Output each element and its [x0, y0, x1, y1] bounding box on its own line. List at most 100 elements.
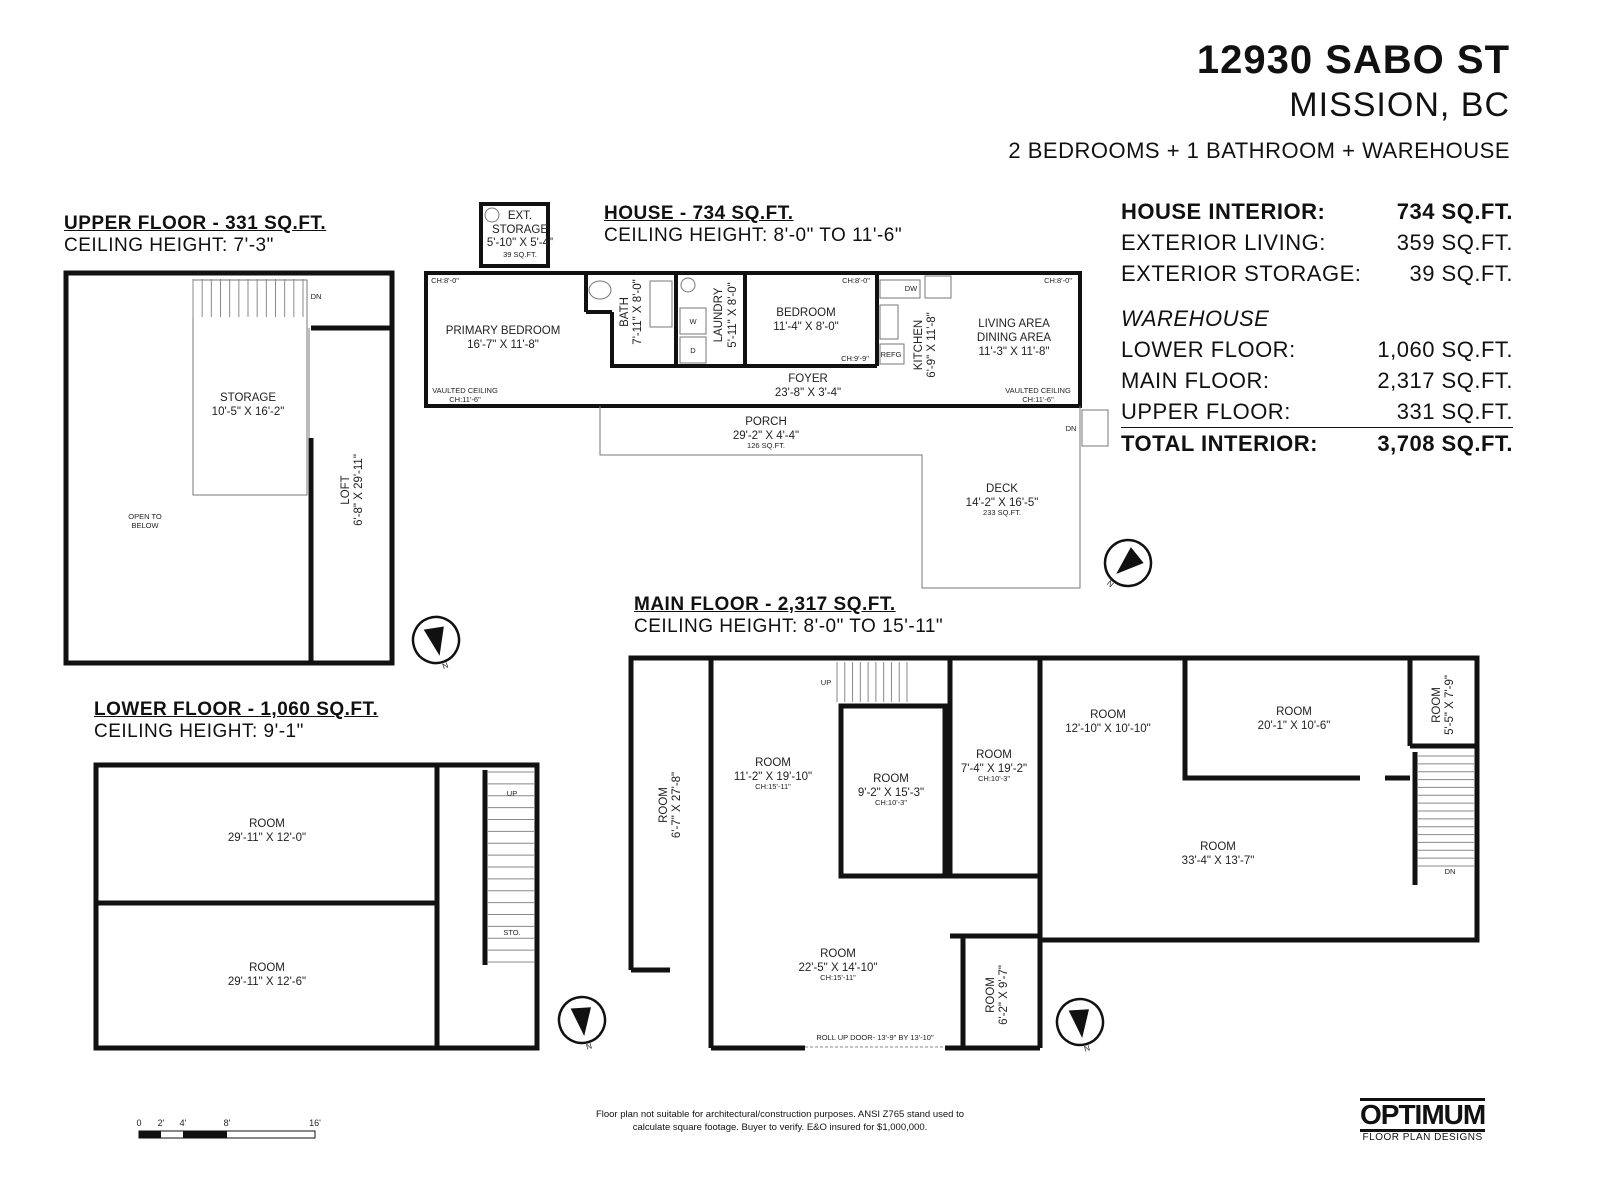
room-name: ROOM	[1431, 687, 1443, 723]
room-dims: 6'-9" X 11'-8"	[926, 312, 938, 377]
company-logo: OPTIMUM FLOOR PLAN DESIGNS	[1360, 1098, 1486, 1143]
scale-tick: 2'	[158, 1118, 165, 1128]
room-dims: 11'-4" X 8'-0"	[773, 321, 838, 333]
main-walls	[628, 655, 1480, 1051]
area-summary: HOUSE INTERIOR:734 SQ.FT. EXTERIOR LIVIN…	[1121, 196, 1513, 459]
summary-label: EXTERIOR LIVING:	[1121, 230, 1326, 255]
room-name: ROOM	[658, 787, 670, 823]
compass-north-icon: N	[411, 615, 461, 672]
scale-tick: 16'	[309, 1118, 321, 1128]
room-dims: 9'-2" X 15'-3"	[858, 787, 924, 799]
room-name: ROOM	[755, 757, 791, 769]
disclaimer-line: calculate square footage. Buyer to verif…	[632, 1122, 928, 1133]
upper-plan-heading: UPPER FLOOR - 331 SQ.FT. CEILING HEIGHT:…	[64, 213, 326, 257]
warehouse-heading: WAREHOUSE	[1121, 306, 1270, 331]
compass-label: N	[441, 661, 450, 672]
room-name: LAUNDRY	[713, 287, 725, 342]
ceiling-note: CH:15'-11"	[755, 782, 791, 791]
room-name: DECK	[986, 483, 1018, 495]
stairs	[192, 279, 1474, 963]
property-address: 12930 SABO ST	[1196, 38, 1510, 82]
stair-label: UP	[821, 678, 831, 687]
ceiling-note: VAULTED CEILING	[1005, 386, 1071, 395]
lower-plan-heading: LOWER FLOOR - 1,060 SQ.FT. CEILING HEIGH…	[94, 699, 378, 743]
ceiling-note: CH:8'-0"	[431, 276, 459, 285]
ceiling-note: CH:8'-0"	[842, 276, 870, 285]
room-dims: 16'-7" X 11'-8"	[467, 339, 539, 351]
summary-label: MAIN FLOOR:	[1121, 368, 1270, 393]
room-dims: 29'-2" X 4'-4"	[733, 430, 799, 442]
room-dims: 22'-5" X 14'-10"	[798, 962, 877, 974]
ceiling-note: CH:8'-0"	[1044, 276, 1072, 285]
summary-label: LOWER FLOOR:	[1121, 337, 1296, 362]
summary-row: HOUSE INTERIOR:734 SQ.FT.	[1121, 196, 1513, 227]
scale-bar: 0 2' 4' 8' 16'	[136, 1118, 321, 1139]
room-name: ROOM	[873, 773, 909, 785]
house-walls	[424, 202, 1082, 408]
plan-ceiling: CEILING HEIGHT: 8'-0" TO 11'-6"	[604, 225, 903, 246]
upper-fixtures	[192, 279, 310, 496]
disclaimer-line: Floor plan not suitable for architectura…	[595, 1109, 965, 1120]
summary-value: 1,060 SQ.FT.	[1377, 337, 1513, 362]
room-name: BATH	[619, 297, 631, 327]
room-dims: 5'-10" X 5'-4"	[487, 237, 553, 249]
logo-name: OPTIMUM	[1360, 1098, 1486, 1132]
dishwasher-label: DW	[905, 284, 918, 293]
disclaimer: Floor plan not suitable for architectura…	[560, 1108, 1000, 1134]
room-dims: 10'-5" X 16'-2"	[212, 406, 285, 418]
plan-title: UPPER FLOOR - 331 SQ.FT.	[64, 213, 327, 234]
summary-value: 3,708 SQ.FT.	[1377, 431, 1513, 456]
room-name: FOYER	[788, 373, 828, 385]
washer-label: W	[689, 317, 697, 326]
summary-value: 2,317 SQ.FT.	[1377, 368, 1513, 393]
summary-row: LOWER FLOOR: 1,060 SQ.FT.	[1121, 334, 1513, 365]
room-name: ROOM	[976, 749, 1012, 761]
compass-label: N	[1083, 1043, 1091, 1053]
ceiling-note: CH:11'-6"	[449, 395, 481, 404]
summary-row: MAIN FLOOR: 2,317 SQ.FT.	[1121, 365, 1513, 396]
ceiling-note: CH:11'-6"	[1022, 395, 1054, 404]
summary-label: HOUSE INTERIOR:	[1121, 199, 1326, 224]
summary-total-row: TOTAL INTERIOR: 3,708 SQ.FT.	[1121, 428, 1513, 459]
room-name: KITCHEN	[913, 320, 925, 370]
room-area: 233 SQ.FT.	[983, 508, 1021, 517]
plan-title: MAIN FLOOR - 2,317 SQ.FT.	[634, 594, 896, 615]
plan-ceiling: CEILING HEIGHT: 9'-1"	[94, 721, 304, 742]
logo-tagline: FLOOR PLAN DESIGNS	[1362, 1132, 1483, 1143]
room-name: STORAGE	[492, 224, 548, 236]
ceiling-note: CH:15'-11"	[820, 973, 856, 982]
summary-value: 359 SQ.FT.	[1396, 230, 1513, 255]
room-dims: 12'-10" X 10'-10"	[1065, 723, 1150, 735]
room-name: ROOM	[985, 977, 997, 1013]
compass-north-icon: N	[1055, 997, 1105, 1054]
room-name: PRIMARY BEDROOM	[446, 325, 561, 337]
room-dims: 7'-4" X 19'-2"	[961, 763, 1027, 775]
compass-north-icon: N	[1103, 538, 1153, 590]
summary-label: TOTAL INTERIOR:	[1121, 431, 1318, 456]
room-name: STORAGE	[220, 392, 276, 404]
lower-walls	[93, 762, 540, 1051]
room-name: ROOM	[1090, 709, 1126, 721]
plan-title: HOUSE - 734 SQ.FT.	[604, 203, 794, 224]
room-dims: 7'-11" X 8'-0"	[632, 279, 644, 344]
compass-label: N	[1105, 579, 1115, 590]
room-name: DINING AREA	[977, 332, 1051, 344]
dryer-label: D	[690, 346, 696, 355]
room-name: LIVING AREA	[978, 318, 1050, 330]
scale-tick: 0	[136, 1118, 141, 1128]
summary-label: EXTERIOR STORAGE:	[1121, 261, 1362, 286]
house-exterior-outline	[484, 207, 1109, 589]
property-city: MISSION, BC	[1289, 86, 1510, 124]
room-name: STO.	[503, 928, 520, 937]
plan-ceiling: CEILING HEIGHT: 7'-3"	[64, 235, 274, 256]
plan-ceiling: CEILING HEIGHT: 8'-0" TO 15'-11"	[634, 616, 944, 637]
stair-label: DN	[1445, 867, 1456, 876]
plan-title: LOWER FLOOR - 1,060 SQ.FT.	[94, 699, 379, 720]
stair-label: UP	[507, 789, 517, 798]
summary-row: EXTERIOR LIVING: 359 SQ.FT.	[1121, 227, 1513, 258]
ceiling-note: VAULTED CEILING	[432, 386, 498, 395]
open-to-below-label: BELOW	[131, 521, 159, 530]
house-plan-heading: HOUSE - 734 SQ.FT. CEILING HEIGHT: 8'-0"…	[604, 203, 902, 247]
